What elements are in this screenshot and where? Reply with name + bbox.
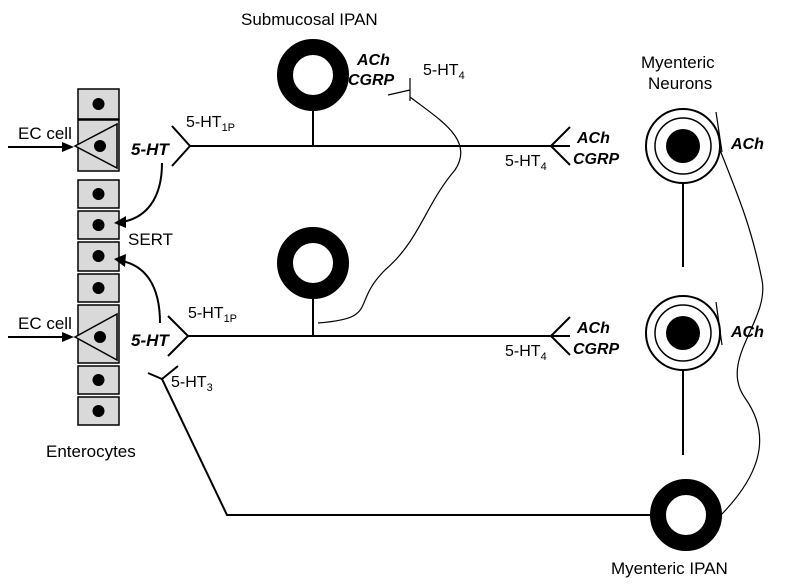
- submucosal-ipan-label: Submucosal IPAN: [241, 10, 378, 29]
- ec-cell-bottom-box: [73, 304, 120, 364]
- ec-cell-bottom-arrow: [8, 332, 74, 342]
- bottom-terminal-symbol: [549, 316, 571, 356]
- sert-reuptake-arrow-bottom: [114, 254, 161, 324]
- ach-submucosal-label: ACh: [356, 52, 390, 69]
- receptor-5ht4-submucosal-label: 5-HT4: [423, 62, 465, 82]
- enterocyte-cell: [77, 179, 120, 209]
- myenteric-ipan-neuron: [650, 479, 722, 551]
- myenteric-middle-receptor-tick: [715, 301, 723, 346]
- submucosal-neuron-lower: [277, 227, 349, 299]
- myenteric-neuron-top: [645, 108, 721, 184]
- enterocyte-cell: [77, 210, 120, 240]
- enterocyte-cell: [77, 88, 120, 120]
- enterocyte-column: [73, 88, 120, 426]
- ach-myenteric-top-label: ACh: [730, 136, 764, 153]
- receptor-5ht1p-top-label: 5-HT1P: [186, 114, 235, 134]
- ach-terminal-bottom-label: ACh: [576, 320, 610, 337]
- top-terminal-symbol: [549, 126, 571, 166]
- cgrp-terminal-bottom-label: CGRP: [573, 341, 620, 358]
- ec-cell-bottom-label: EC cell: [18, 314, 72, 333]
- ach-myenteric-middle-label: ACh: [730, 324, 764, 341]
- receptor-5ht4-top-label: 5-HT4: [505, 153, 547, 173]
- myenteric-neuron-middle: [645, 295, 721, 371]
- cgrp-submucosal-label: CGRP: [348, 72, 395, 89]
- enterocytes-label: Enterocytes: [46, 442, 136, 461]
- receptor-5ht4-bottom-label: 5-HT4: [505, 343, 547, 363]
- ach-terminal-top-label: ACh: [576, 130, 610, 147]
- myenteric-neurons-label-line1: Myenteric: [641, 53, 715, 72]
- ec-cell-top-box: [73, 119, 120, 172]
- sert-label: SERT: [128, 230, 173, 249]
- pathway-to-myenteric-ipan: [161, 378, 651, 516]
- myenteric-neurons-label-line2: Neurons: [648, 74, 712, 93]
- myenteric-ipan-fiber: [719, 149, 764, 516]
- sert-reuptake-arrow-top: [114, 162, 163, 228]
- myenteric-top-receptor-tick: [715, 111, 723, 153]
- myenteric-ipan-label: Myenteric IPAN: [611, 559, 728, 578]
- receptor-5ht1p-top-symbol: [171, 125, 192, 167]
- receptor-5ht1p-bottom-symbol: [167, 315, 190, 357]
- ec-cell-top-label: EC cell: [18, 124, 72, 143]
- serotonin-bottom-label: 5-HT: [131, 331, 170, 350]
- cgrp-terminal-top-label: CGRP: [573, 151, 620, 168]
- enterocyte-cell: [77, 273, 120, 303]
- submucosal-fiber: [317, 96, 462, 324]
- receptor-5ht1p-bottom-label: 5-HT1P: [188, 305, 237, 325]
- submucosal-ipan-neuron: [277, 39, 349, 111]
- enterocyte-cell: [77, 365, 120, 395]
- ec-cell-top-arrow: [8, 142, 74, 152]
- enterocyte-cell: [77, 241, 120, 272]
- serotonin-top-label: 5-HT: [131, 140, 170, 159]
- enterocyte-cell: [77, 396, 120, 426]
- receptor-5ht3-label: 5-HT3: [171, 374, 213, 394]
